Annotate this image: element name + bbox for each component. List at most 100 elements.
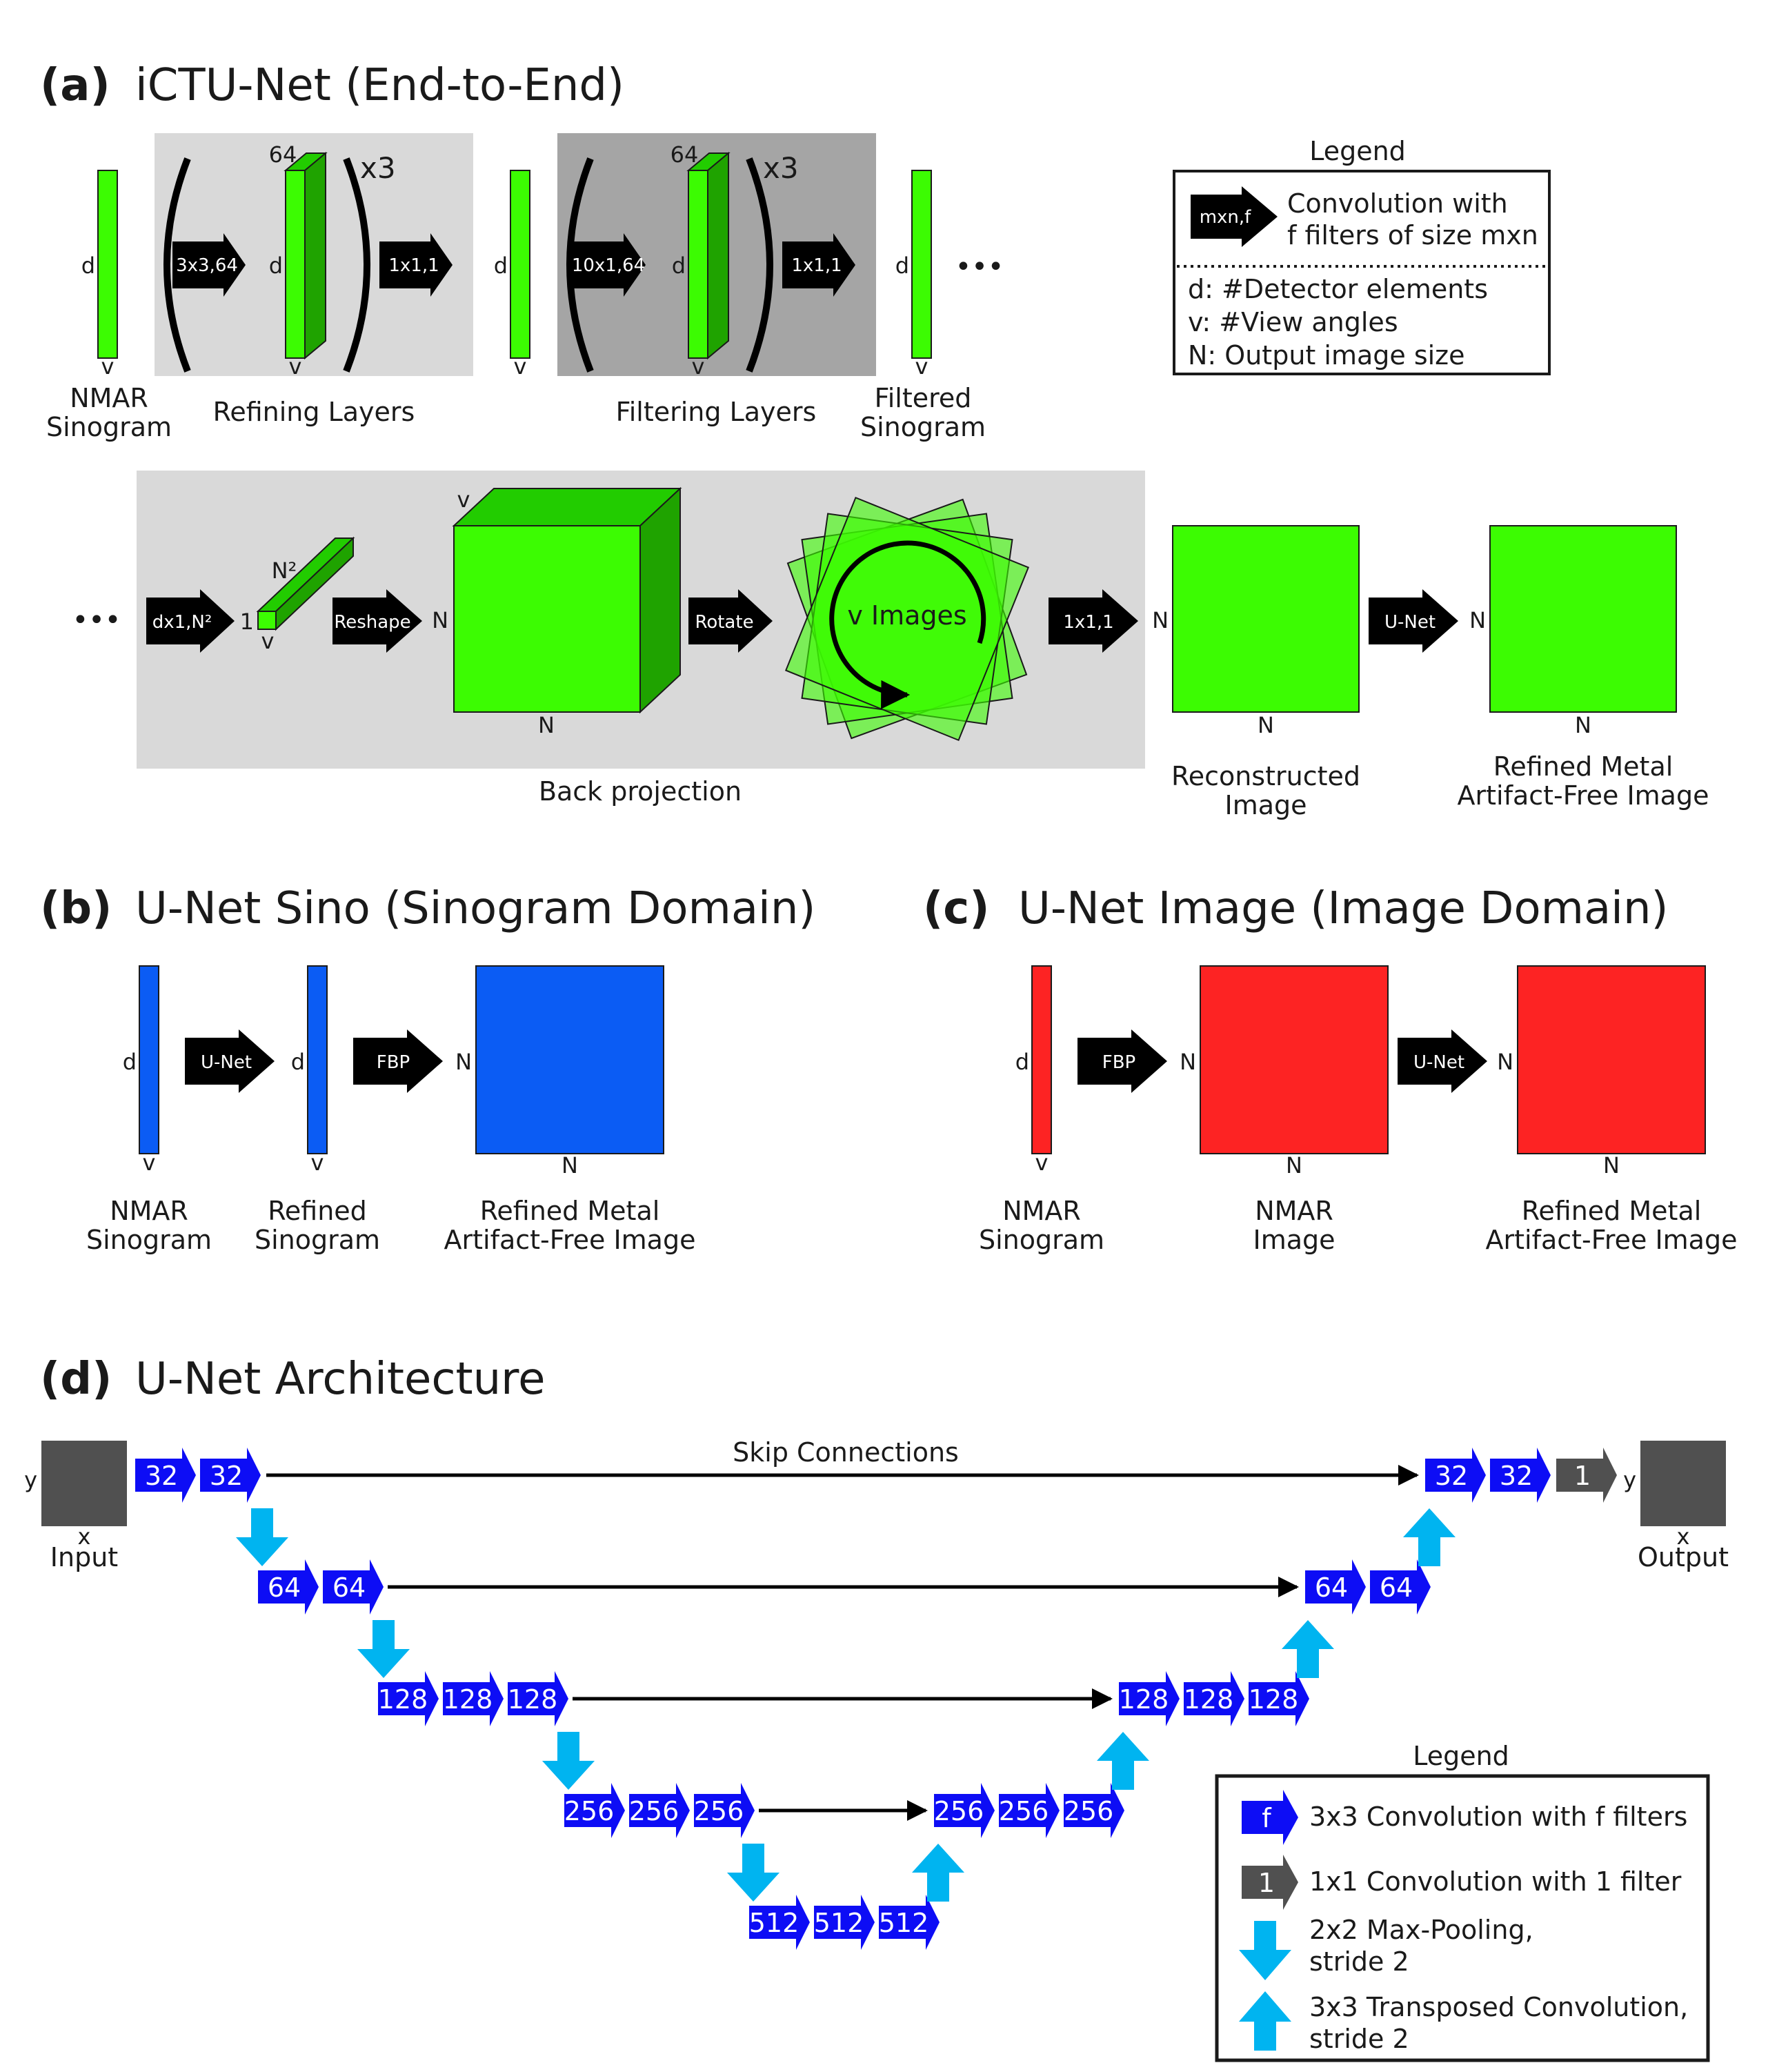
nmar-sinogram-bar <box>97 170 118 359</box>
legend-conv-f-icon-label: f <box>1262 1803 1272 1833</box>
filtered-dim-v: v <box>915 353 928 379</box>
filter-count: 64 <box>671 141 699 168</box>
conv-block <box>258 1559 319 1615</box>
maxpool-arrow <box>357 1620 410 1678</box>
conv-block <box>629 1783 690 1838</box>
c-nmar-label-2: Sinogram <box>979 1225 1104 1255</box>
conv-block-label: 128 <box>1184 1684 1234 1715</box>
unet-output-block <box>1640 1441 1726 1526</box>
legend-pool-1: 2x2 Max-Pooling, <box>1309 1915 1533 1945</box>
decoder-level-4: 256 256 256 <box>934 1783 1124 1838</box>
conv-block <box>443 1671 504 1726</box>
c-fbp-arrow-label: FBP <box>1102 1052 1135 1073</box>
unet-arrow-a <box>1369 589 1458 653</box>
filter-volume-front <box>688 170 708 359</box>
conv-block <box>879 1895 940 1950</box>
refining-paren-right <box>343 157 370 373</box>
recon-label-2: Image <box>1224 790 1307 820</box>
nmar-label-2: Sinogram <box>46 412 172 442</box>
legend-tconv-2: stride 2 <box>1309 2024 1409 2054</box>
panel-d-title: U-Net Architecture <box>135 1354 545 1405</box>
skip-connections-label: Skip Connections <box>733 1437 959 1468</box>
c-nmar-img-label-2: Image <box>1253 1225 1335 1255</box>
b-nmar-dim-d: d <box>123 1049 137 1075</box>
c-nmar-image <box>1200 965 1389 1154</box>
refined-sinogram-bar <box>510 170 530 359</box>
filtered-label-1: Filtered <box>875 383 972 413</box>
decoder-level-1: 32 32 1 <box>1425 1448 1617 1503</box>
refine-volume-side <box>304 151 326 360</box>
refining-label: Refining Layers <box>213 397 415 427</box>
c-fbp-arrow <box>1077 1029 1167 1093</box>
filter-out-arrow-label: 1x1,1 <box>791 255 842 276</box>
decoder-level-3: 128 128 128 <box>1119 1671 1309 1726</box>
filter-out-arrow <box>782 233 855 297</box>
conv-block-label: 64 <box>332 1572 366 1603</box>
conv-block-label: 512 <box>814 1908 864 1938</box>
filter-conv-arrow <box>573 233 646 297</box>
conv-block <box>323 1559 384 1615</box>
legend-a-title: Legend <box>1309 136 1406 166</box>
c-nmar-dim-v: v <box>1035 1150 1049 1176</box>
b-refined-dim-d: d <box>291 1049 305 1075</box>
transposed-conv-arrow <box>912 1844 964 1902</box>
refine-dim-v: v <box>289 353 302 379</box>
rotate-arrow-label: Rotate <box>695 612 753 633</box>
input-dim-y: y <box>24 1467 37 1493</box>
transposed-conv-arrow <box>1282 1620 1334 1678</box>
c-nmar-sinogram-bar <box>1031 965 1052 1154</box>
legend-d-box <box>1215 1774 1710 2062</box>
b-refined-sino-label-2: Sinogram <box>255 1225 380 1255</box>
filtered-dim-d: d <box>895 253 909 279</box>
legend-a-v: v: #View angles <box>1188 307 1398 337</box>
maxpool-arrow <box>727 1844 779 1902</box>
b-refined-label-1: Refined Metal <box>480 1196 660 1226</box>
filtering-paren-right <box>746 157 773 373</box>
c-refined-image <box>1517 965 1706 1154</box>
rotate-arrow <box>688 589 773 653</box>
panel-b-title: U-Net Sino (Sinogram Domain) <box>135 883 815 934</box>
refine-volume-front <box>285 170 306 359</box>
sum-arrow-label: 1x1,1 <box>1063 612 1113 633</box>
legend-conv-f-icon <box>1242 1790 1298 1845</box>
conv-block-label: 256 <box>1064 1796 1114 1826</box>
conv-block <box>694 1783 755 1838</box>
mid-dim-d: d <box>494 253 508 279</box>
conv-block-label: 256 <box>999 1796 1049 1826</box>
c-nmar-img-dim-n-side: N <box>1180 1049 1196 1075</box>
legend-a-n: N: Output image size <box>1188 340 1465 371</box>
output-label: Output <box>1638 1542 1729 1572</box>
filter-conv-arrow-label: 10x1,64 <box>572 255 645 276</box>
maxpool-arrow <box>236 1508 288 1566</box>
filter-times3: x3 <box>763 151 799 185</box>
conv-block <box>814 1895 875 1950</box>
b-nmar-label-1: NMAR <box>110 1196 188 1226</box>
panel-c: (c) U-Net Image (Image Domain) d v NMAR … <box>923 883 1737 1255</box>
conv-block-label: 64 <box>1380 1572 1413 1603</box>
conv-block-label: 32 <box>1500 1461 1533 1491</box>
refine-out-arrow-label: 1x1,1 <box>388 255 439 276</box>
legend-conv-1-icon-label: 1 <box>1258 1868 1275 1898</box>
conv-block <box>378 1671 439 1726</box>
c-nmar-label-1: NMAR <box>1002 1196 1081 1226</box>
encoder-level-4: 256 256 256 <box>564 1783 755 1838</box>
recon-label-1: Reconstructed <box>1171 761 1360 791</box>
legend-conv-1: 1x1 Convolution with 1 filter <box>1309 1866 1682 1897</box>
cube-dim-v: v <box>457 486 470 513</box>
panel-d: (d) U-Net Architecture y x Input y x Out… <box>24 1354 1729 2062</box>
refine-times3: x3 <box>360 151 396 185</box>
conv-block-label: 32 <box>210 1461 243 1491</box>
panel-a: (a) iCTU-Net (End-to-End) d v NMAR Sinog… <box>40 60 1709 820</box>
bp-fc-arrow-label: dx1,N² <box>152 612 212 633</box>
input-dim-x: x <box>78 1523 91 1550</box>
c-nmar-img-dim-n-bottom: N <box>1286 1152 1302 1178</box>
b-fbp-arrow <box>353 1029 443 1093</box>
conv-block-label: 32 <box>1435 1461 1468 1491</box>
b-refined-dim-v: v <box>311 1150 324 1176</box>
b-refined-image <box>475 965 664 1154</box>
rod-dim-v: v <box>261 628 275 654</box>
conv-block-label: 32 <box>145 1461 178 1491</box>
reshape-arrow <box>332 589 422 653</box>
